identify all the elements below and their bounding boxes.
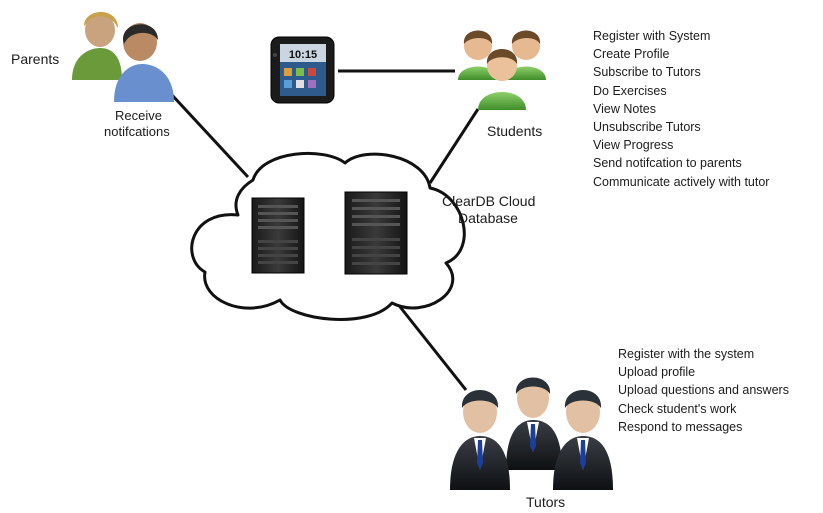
server-icon — [344, 191, 408, 275]
students-actions-list: Register with System Create Profile Subs… — [593, 27, 769, 191]
list-item: View Progress — [593, 138, 674, 153]
list-item: Register with System — [593, 29, 711, 43]
cloud-shape — [190, 151, 466, 321]
list-item: Upload questions and answers — [618, 383, 789, 398]
parents-icon — [72, 12, 174, 102]
phone-clock: 10:15 — [289, 49, 317, 61]
connector-students-cloud — [428, 108, 480, 184]
list-item: Upload profile — [618, 365, 696, 380]
list-item: Create Profile — [593, 47, 670, 62]
students-icon — [458, 30, 546, 110]
cloud-label-line2: Database — [458, 210, 518, 226]
list-item: Check student's work — [618, 401, 737, 416]
list-item: Respond to messages — [618, 419, 743, 434]
list-item: Communicate actively with tutor — [593, 174, 770, 189]
list-item: Register with the system — [618, 347, 755, 361]
cloud-label-line1: ClearDB Cloud — [442, 193, 536, 209]
tutors-actions-list: Register with the system Upload profile … — [618, 345, 789, 436]
parents-note-line1: Receive — [115, 108, 162, 123]
connector-cloud-tutors — [395, 302, 468, 391]
list-item: View Notes — [593, 101, 656, 116]
list-item: Send notifcation to parents — [593, 156, 742, 171]
list-item: Subscribe to Tutors — [593, 65, 701, 80]
smartphone-icon: 10:15 — [270, 36, 335, 104]
tutors-icon — [450, 377, 613, 490]
students-label: Students — [487, 123, 543, 139]
server-icon — [251, 197, 305, 274]
connector-parents-cloud — [170, 93, 250, 179]
list-item: Do Exercises — [593, 83, 667, 98]
tutors-label: Tutors — [526, 494, 566, 510]
parents-label: Parents — [11, 51, 60, 67]
list-item: Unsubscribe Tutors — [593, 120, 701, 135]
parents-note-line2: notifcations — [104, 124, 170, 139]
